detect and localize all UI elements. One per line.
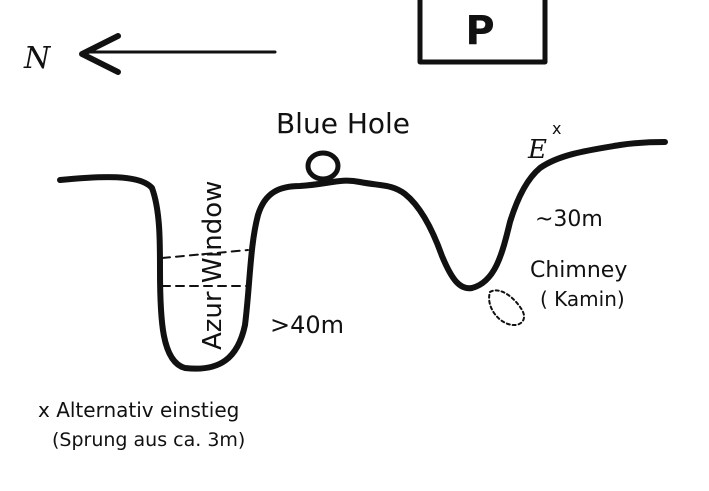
chimney-label: Chimney: [530, 258, 627, 283]
azur-window-label: Azur Window: [198, 181, 228, 350]
alternative-entry-label: x Alternativ einstieg: [38, 398, 239, 422]
alternative-entry-note: (Sprung aus ca. 3m): [52, 429, 245, 451]
blue-hole-ring: [305, 150, 341, 182]
chimney-boulder: [488, 289, 526, 326]
east-entry-label: E: [527, 135, 547, 165]
parking-label: P: [465, 8, 494, 54]
chimney-sub-label: ( Kamin): [540, 287, 625, 311]
blue-hole-label: Blue Hole: [276, 107, 410, 140]
north-label: N: [23, 41, 52, 76]
east-depth-label: ~30m: [535, 207, 603, 232]
parking-box: [417, 0, 548, 65]
coastline: [57, 139, 668, 372]
azur-window-lines: [161, 249, 249, 287]
east-entry-mark: x: [552, 119, 561, 138]
north-arrow-head: [79, 33, 121, 75]
west-depth-label: >40m: [270, 311, 344, 339]
parking-sign: P: [417, 0, 548, 65]
window-line-upper: [161, 249, 249, 259]
north-arrow: [79, 33, 277, 75]
